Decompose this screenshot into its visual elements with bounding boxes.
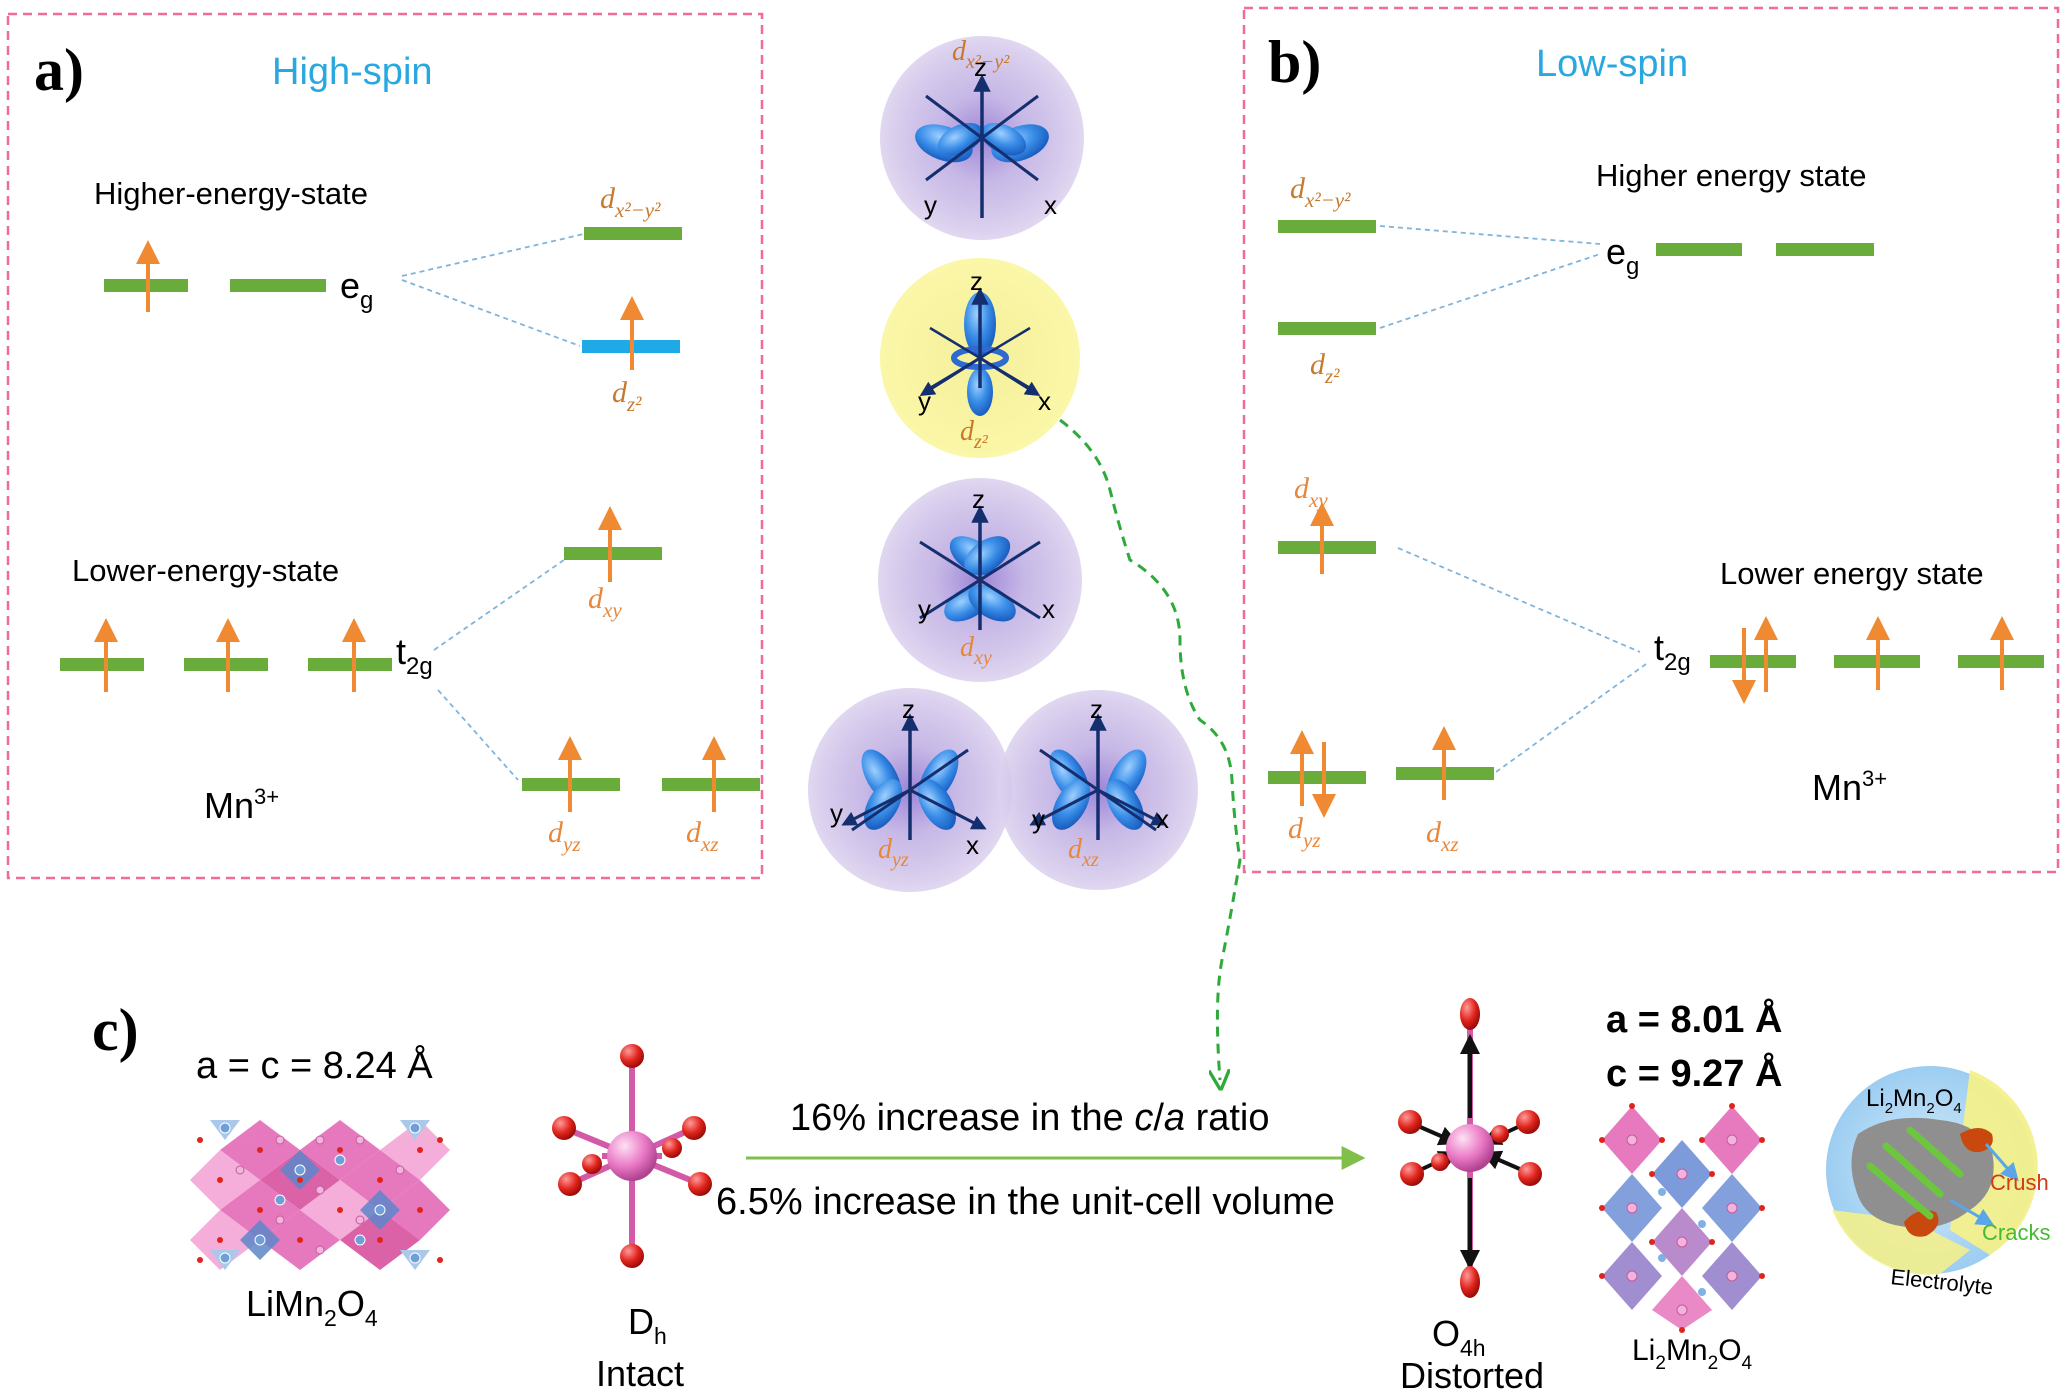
panel-c: c) a = c = 8.24 Å xyxy=(92,997,2050,1396)
panel-a-letter: a) xyxy=(34,37,84,103)
t2g-level-3 xyxy=(308,658,392,671)
eg-label: eg xyxy=(1606,231,1639,280)
t2g-label: t2g xyxy=(396,631,433,680)
axis-z: z xyxy=(972,484,985,514)
lmo-lattice-parameter: a = c = 8.24 Å xyxy=(196,1043,433,1087)
intact-label: Intact xyxy=(596,1353,684,1394)
ion-label: Mn3+ xyxy=(1812,766,1887,808)
panel-c-letter: c) xyxy=(92,997,139,1063)
orbital-label-dx2y2: dx²−y² xyxy=(1290,172,1351,212)
axis-y: y xyxy=(830,798,843,828)
orbital-label-dz2: dz² xyxy=(1310,348,1340,388)
connector-line xyxy=(437,689,519,781)
limn2o4-structure xyxy=(190,1120,450,1270)
axis-x: x xyxy=(966,830,979,860)
orbital-label-dxy: dxy xyxy=(1294,472,1328,512)
axis-y: y xyxy=(918,386,931,416)
orbital-label-dxy: dxy xyxy=(588,582,622,622)
dz2-to-distortion-connector xyxy=(1059,418,1242,1080)
cracks-label: Cracks xyxy=(1982,1220,2050,1245)
orbital-label-dyz: dyz xyxy=(1288,812,1321,852)
distorted-symmetry: O4h xyxy=(1432,1313,1486,1361)
l2mo-lattice-c: c = 9.27 Å xyxy=(1606,1051,1782,1095)
level-dyz xyxy=(1268,771,1366,784)
panel-b-letter: b) xyxy=(1268,29,1321,95)
panel-a-lower-state: Lower-energy-state xyxy=(72,553,339,588)
eg-label: eg xyxy=(340,265,373,314)
connector-line xyxy=(1379,225,1601,245)
distorted-label: Distorted xyxy=(1400,1355,1544,1396)
l2mo-lattice-a: a = 8.01 Å xyxy=(1606,997,1782,1041)
connector-line xyxy=(1495,663,1647,773)
panel-a-higher-state: Higher-energy-state xyxy=(94,176,368,211)
crush-label: Crush xyxy=(1990,1170,2049,1195)
l2mo-formula: Li2Mn2O4 xyxy=(1632,1334,1753,1374)
axis-y: y xyxy=(1032,804,1045,834)
panel-b: b) Low-spin Higher energy state Lower en… xyxy=(1242,6,2060,874)
orbital-label-dxz: dxz xyxy=(686,816,719,856)
particle-formula: Li2Mn2O4 xyxy=(1866,1085,1962,1117)
axis-x: x xyxy=(1038,386,1051,416)
orbital-dyz: z y x dyz xyxy=(808,688,1012,892)
ion-label: Mn3+ xyxy=(204,784,279,826)
level-dxy xyxy=(1278,541,1376,554)
panel-b-higher-state: Higher energy state xyxy=(1596,158,1867,193)
axis-y: y xyxy=(918,594,931,624)
axis-x: x xyxy=(1042,594,1055,624)
t2g-level-1 xyxy=(1710,655,1796,668)
axis-x: x xyxy=(1156,804,1169,834)
connector-line xyxy=(1397,547,1641,653)
orbital-label-dx2y2: dx²−y² xyxy=(952,36,1010,73)
t2g-level-1 xyxy=(60,658,144,671)
connector-line xyxy=(433,559,565,651)
lmo-formula: LiMn2O4 xyxy=(246,1283,378,1331)
panel-b-lower-state: Lower energy state xyxy=(1720,556,1984,591)
eg-level-1 xyxy=(1656,243,1742,256)
orbital-label-dxz: dxz xyxy=(1426,816,1459,856)
distorted-octahedron xyxy=(1398,998,1542,1298)
orbital-label-dx2y2: dx²−y² xyxy=(600,182,661,222)
orbital-dx2y2: z y x dx²−y² xyxy=(880,36,1084,240)
panel-a-title: High-spin xyxy=(272,51,433,93)
orbital-label-dz2: dz² xyxy=(960,416,989,453)
orbital-dz2: z y x dz² xyxy=(880,258,1080,458)
axis-z: z xyxy=(974,52,987,82)
connector-line xyxy=(401,279,581,347)
axis-x: x xyxy=(1044,190,1057,220)
level-dx2y2 xyxy=(584,227,682,240)
t2g-label: t2g xyxy=(1654,627,1691,676)
axis-z: z xyxy=(970,266,983,296)
axis-z: z xyxy=(1090,694,1103,724)
orbital-dxz: z y x dxz xyxy=(998,690,1198,890)
panel-a: a) High-spin Higher-energy-state Lower-e… xyxy=(6,12,764,880)
connector-line xyxy=(1379,253,1601,329)
intact-octahedron xyxy=(552,1044,712,1268)
orbital-label-dz2: dz² xyxy=(612,376,642,416)
volume-text: 6.5% increase in the unit-cell volume xyxy=(716,1181,1335,1223)
electrolyte-label: Electrolyte xyxy=(1889,1264,1994,1300)
li2mn2o4-structure xyxy=(1599,1103,1765,1333)
level-dxy xyxy=(564,547,662,560)
eg-level-2 xyxy=(1776,243,1874,256)
panel-a-border xyxy=(6,12,764,880)
axis-y: y xyxy=(924,190,937,220)
level-dx2y2 xyxy=(1278,220,1376,233)
intact-symmetry: Dh xyxy=(628,1301,667,1349)
eg-level-2 xyxy=(230,279,326,292)
axis-z: z xyxy=(902,694,915,724)
panel-b-title: Low-spin xyxy=(1536,43,1688,85)
connector-line xyxy=(401,233,585,277)
level-dz2 xyxy=(1278,322,1376,335)
orbital-label-dyz: dyz xyxy=(548,816,581,856)
panel-b-border xyxy=(1242,6,2060,874)
orbital-label-dyz: dyz xyxy=(878,834,909,871)
particle-degradation-illustration: Li2Mn2O4 Crush Cracks Electrolyte xyxy=(1826,1066,2050,1300)
ca-ratio-text: 16% increase in the c/a ratio xyxy=(790,1097,1270,1139)
level-dxz xyxy=(662,778,760,791)
orbital-label-dxz: dxz xyxy=(1068,834,1099,871)
orbital-label-dxy: dxy xyxy=(960,632,992,669)
orbital-dxy: z y x dxy xyxy=(878,478,1082,682)
